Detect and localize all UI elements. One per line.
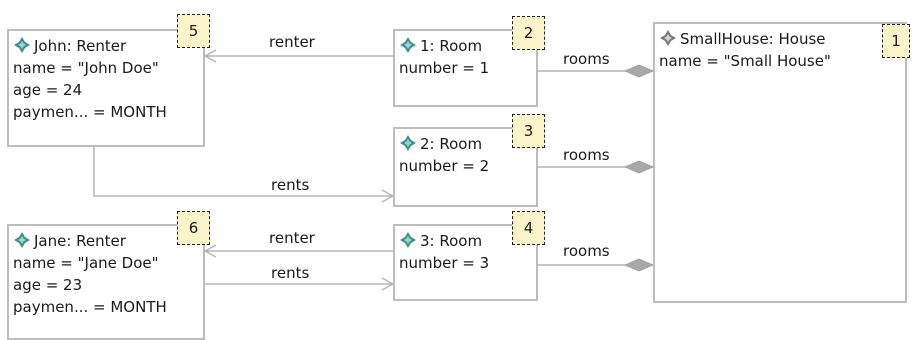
renter-icon <box>14 37 30 53</box>
node-title-text: 2: Room <box>420 135 483 153</box>
node-title: 2: Room <box>395 133 536 155</box>
arrowhead-renter-john <box>203 49 217 63</box>
attribute-number: number = 3 <box>399 254 490 272</box>
attribute-payment: paymen... = MONTH <box>13 298 167 316</box>
renter-icon <box>14 232 30 248</box>
node-title: Jane: Renter <box>9 230 203 252</box>
edge-label-rooms-3: rooms <box>563 242 610 260</box>
edge-label-rooms-2: rooms <box>563 146 610 164</box>
attribute-name: name = "Small House" <box>659 52 831 70</box>
john-renter-node[interactable]: John: Renter name = "John Doe" age = 24 … <box>7 29 205 147</box>
node-title-text: SmallHouse: House <box>680 30 826 48</box>
node-title-text: 3: Room <box>420 232 483 250</box>
edge-rents-john <box>93 147 393 197</box>
jane-renter-node[interactable]: Jane: Renter name = "Jane Doe" age = 23 … <box>7 224 205 340</box>
node-title: John: Renter <box>9 35 203 57</box>
composition-diamond-3 <box>623 258 655 272</box>
composition-diamond-1 <box>623 64 655 78</box>
room-icon <box>400 232 416 248</box>
node-title-text: John: Renter <box>34 37 127 55</box>
attribute-age: age = 24 <box>13 81 83 99</box>
node-title-text: Jane: Renter <box>34 232 126 250</box>
edge-label-renter-john: renter <box>269 33 315 51</box>
node-title: SmallHouse: House <box>655 28 905 50</box>
node-title: 3: Room <box>395 230 536 252</box>
edge-label-rents-jane: rents <box>271 264 310 282</box>
attribute-payment: paymen... = MONTH <box>13 103 167 121</box>
node-number-badge: 6 <box>177 211 210 245</box>
node-title: 1: Room <box>395 35 536 57</box>
attribute-name: name = "John Doe" <box>13 59 159 77</box>
room-icon <box>400 135 416 151</box>
attribute-number: number = 1 <box>399 59 490 77</box>
house-icon <box>660 30 676 46</box>
node-number-badge: 4 <box>512 211 545 245</box>
node-number-badge: 5 <box>177 14 210 48</box>
edge-label-rooms-1: rooms <box>563 50 610 68</box>
node-number-badge: 1 <box>882 24 910 58</box>
edge-label-renter-jane: renter <box>269 229 315 247</box>
small-house-node[interactable]: SmallHouse: House name = "Small House" <box>653 22 907 303</box>
attribute-name: name = "Jane Doe" <box>13 254 159 272</box>
node-number-badge: 3 <box>512 114 545 148</box>
room-icon <box>400 37 416 53</box>
edge-label-rents-john: rents <box>271 176 310 194</box>
attribute-age: age = 23 <box>13 276 83 294</box>
attribute-number: number = 2 <box>399 157 490 175</box>
arrowhead-renter-jane <box>203 244 217 258</box>
node-number-badge: 2 <box>512 16 545 50</box>
node-title-text: 1: Room <box>420 37 483 55</box>
composition-diamond-2 <box>623 160 655 174</box>
